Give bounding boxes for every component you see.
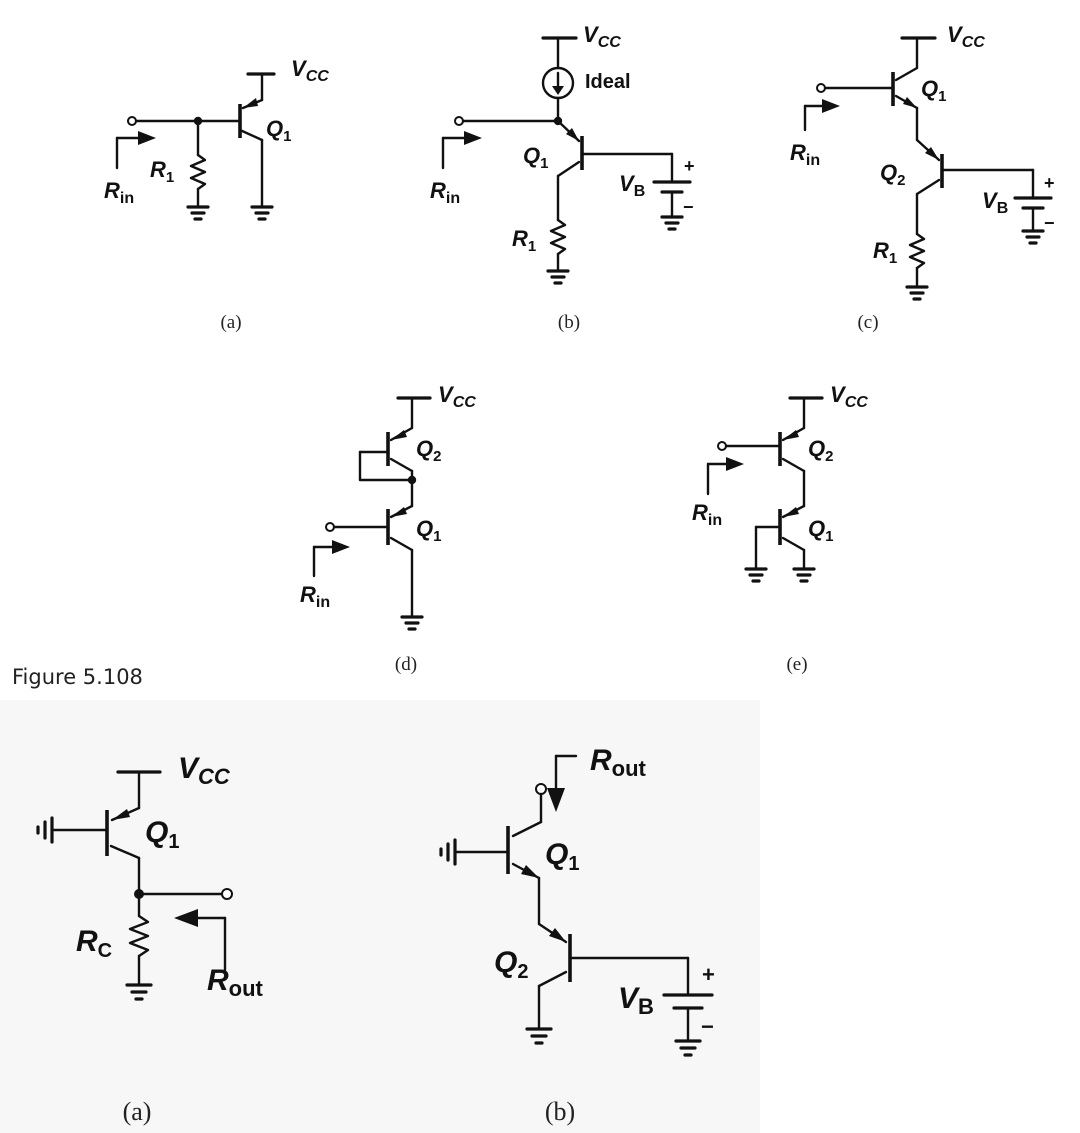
vb-label-c: VB: [982, 188, 1008, 217]
plus-sign-b: +: [684, 156, 695, 176]
circuit-top-a: [115, 72, 276, 221]
vcc-label-d: VCC: [438, 382, 476, 411]
q1-label-d: Q1: [416, 516, 441, 545]
minus-sign-b: −: [683, 197, 694, 217]
plus-sign-bottom-b: +: [702, 962, 715, 987]
r1-label-b: R1: [512, 226, 536, 255]
rin-label-e: Rin: [692, 500, 722, 529]
caption-top-b: (b): [558, 312, 580, 333]
rout-label-bottom-a: Rout: [207, 964, 264, 1001]
q2-label-c: Q2: [880, 160, 905, 189]
vcc-label-bottom-a: VCC: [178, 752, 231, 789]
rc-label-bottom-a: RC: [76, 925, 112, 962]
bottom-figure-background: [0, 700, 760, 1133]
rin-label-a: Rin: [104, 178, 134, 207]
circuit-bottom-b: [439, 754, 714, 1057]
minus-sign-c: −: [1044, 213, 1055, 233]
plus-sign-c: +: [1044, 173, 1055, 193]
caption-bottom-a: (a): [123, 1097, 152, 1126]
rin-label-b: Rin: [430, 178, 460, 207]
circuit-top-d: [312, 396, 432, 631]
vcc-label-a: VCC: [291, 56, 329, 85]
q2-label-e: Q2: [808, 436, 833, 465]
vcc-label-e: VCC: [830, 382, 868, 411]
q1-label-c: Q1: [921, 76, 946, 105]
r1-label-c: R1: [873, 238, 897, 267]
vb-label-b: VB: [619, 171, 645, 200]
caption-top-a: (a): [220, 312, 241, 333]
circuit-top-b: [441, 36, 692, 285]
caption-top-d: (d): [395, 654, 417, 675]
q1-label-bottom-b: Q1: [545, 838, 579, 875]
rin-label-c: Rin: [790, 140, 820, 169]
vb-label-bottom-b: VB: [618, 982, 654, 1019]
vcc-label-b: VCC: [583, 22, 621, 51]
q2-label-bottom-b: Q2: [494, 946, 528, 983]
circuit-bottom-a: [36, 770, 233, 1001]
circuit-top-e: [706, 396, 824, 583]
caption-top-e: (e): [786, 654, 807, 675]
q1-label-bottom-a: Q1: [145, 816, 179, 853]
minus-sign-bottom-b: −: [701, 1014, 714, 1039]
rout-label-bottom-b: Rout: [590, 744, 647, 781]
q1-label-b: Q1: [523, 143, 548, 172]
caption-bottom-b: (b): [545, 1097, 575, 1126]
q2-label-d: Q2: [416, 436, 441, 465]
circuit-top-c: [803, 36, 1053, 301]
vcc-label-c: VCC: [947, 22, 985, 51]
caption-top-c: (c): [857, 312, 878, 333]
q1-label-e: Q1: [808, 516, 833, 545]
q1-label-a: Q1: [266, 116, 291, 145]
ideal-label: Ideal: [585, 71, 631, 93]
figure-title: Figure 5.108: [12, 665, 143, 689]
r1-label-a: R1: [150, 157, 174, 186]
rin-label-d: Rin: [300, 582, 330, 611]
